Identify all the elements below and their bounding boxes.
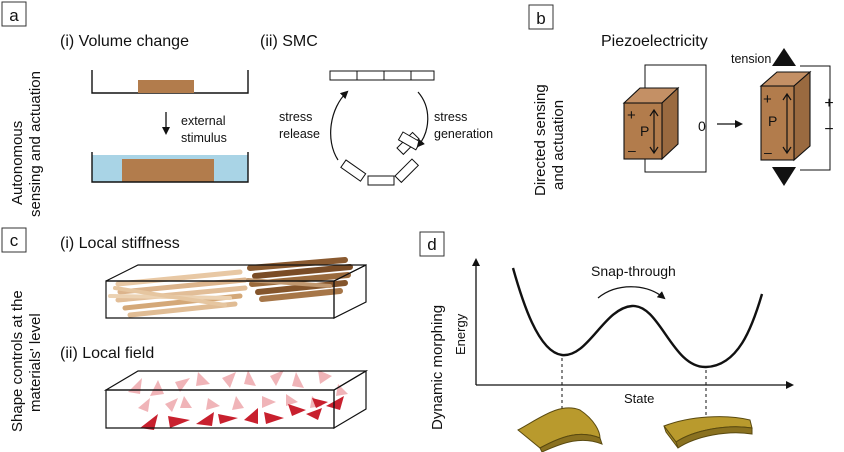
cube1-circuit bbox=[644, 64, 707, 173]
cube2-plus: + bbox=[763, 91, 772, 108]
cube1-minus: – bbox=[628, 142, 636, 158]
panel-d-side-label: Dynamic morphing bbox=[429, 305, 446, 430]
gel-swollen bbox=[122, 159, 214, 182]
field-arrows-light bbox=[128, 370, 348, 412]
snap-arrow bbox=[597, 286, 666, 300]
local-stiffness-title: (i) Local stiffness bbox=[60, 235, 180, 252]
svg-text:Shape controls at the: Shape controls at the bbox=[9, 290, 26, 432]
svg-text:Dynamic morphing: Dynamic morphing bbox=[429, 305, 446, 430]
gel-small bbox=[138, 80, 194, 93]
piezo-cube-unstressed bbox=[622, 86, 680, 161]
voltage-plus: + bbox=[824, 95, 833, 112]
zero-reading: 0 bbox=[698, 118, 706, 134]
state-label: State bbox=[624, 391, 654, 406]
svg-text:and actuation: and actuation bbox=[550, 100, 567, 190]
tension-arrow-up bbox=[772, 48, 796, 66]
panel-a: a Autonomous sensing and actuation (i) V… bbox=[1, 1, 493, 217]
release-text-1: stress bbox=[279, 110, 312, 124]
panel-c-letter: c bbox=[10, 231, 19, 250]
panel-a-box bbox=[1, 1, 27, 27]
panel-b-letter: b bbox=[536, 9, 545, 28]
local-field-title: (ii) Local field bbox=[60, 345, 154, 362]
generation-text-1: stress bbox=[434, 110, 467, 124]
svg-text:sensing and actuation: sensing and actuation bbox=[27, 71, 44, 217]
cube2-circuit bbox=[800, 65, 831, 171]
shell-state-1 bbox=[517, 407, 603, 452]
panel-d-box bbox=[419, 231, 445, 257]
cube2-minus: – bbox=[764, 144, 772, 160]
svg-text:Energy: Energy bbox=[453, 313, 468, 355]
release-text-2: release bbox=[279, 127, 320, 141]
smc-chain-top bbox=[329, 70, 435, 81]
release-arrow bbox=[330, 90, 349, 161]
panel-b: b Directed sensing and actuation Piezoel… bbox=[528, 4, 834, 196]
tension-arrow-down bbox=[772, 167, 796, 186]
svg-text:Autonomous: Autonomous bbox=[9, 121, 26, 205]
generation-text-2: generation bbox=[434, 127, 493, 141]
generation-arrow bbox=[416, 91, 429, 148]
panel-c-side-label: Shape controls at the materials' level bbox=[9, 290, 44, 432]
shell-state-2 bbox=[663, 416, 753, 449]
cube2-p: P bbox=[768, 113, 777, 129]
container-bottom bbox=[91, 152, 249, 183]
panel-a-letter: a bbox=[9, 6, 19, 25]
stiffness-fibers-light bbox=[108, 269, 248, 318]
stiffness-fibers-dark bbox=[246, 257, 353, 302]
cube1-p: P bbox=[640, 123, 649, 139]
snap-through-label: Snap-through bbox=[591, 263, 676, 279]
voltage-minus: − bbox=[824, 121, 833, 138]
piezo-cube-tension bbox=[759, 70, 812, 162]
cube1-plus: + bbox=[627, 107, 636, 124]
panel-a-side-label: Autonomous sensing and actuation bbox=[9, 71, 44, 217]
energy-curve bbox=[511, 267, 764, 369]
svg-text:Directed sensing: Directed sensing bbox=[532, 84, 549, 196]
tension-label: tension bbox=[731, 52, 771, 66]
panel-c: c Shape controls at the materials' level… bbox=[1, 227, 369, 432]
field-box bbox=[103, 369, 369, 430]
energy-label: Energy bbox=[453, 313, 468, 355]
panel-b-side-label: Directed sensing and actuation bbox=[532, 84, 567, 196]
stiffness-box bbox=[105, 264, 367, 319]
stimulus-text-2: stimulus bbox=[181, 131, 227, 145]
panel-b-box bbox=[528, 4, 554, 30]
piezo-title: Piezoelectricity bbox=[601, 33, 708, 50]
svg-text:materials' level: materials' level bbox=[27, 313, 44, 412]
panel-d-letter: d bbox=[427, 235, 436, 254]
smc-chain-bottom bbox=[340, 131, 422, 186]
stimulus-text-1: external bbox=[181, 114, 225, 128]
panel-c-box bbox=[1, 227, 27, 253]
smc-title: (ii) SMC bbox=[260, 33, 318, 50]
field-arrows-dark bbox=[140, 396, 344, 430]
panel-d: d Dynamic morphing Energy State Snap-thr… bbox=[419, 231, 794, 452]
volume-change-title: (i) Volume change bbox=[60, 33, 189, 50]
